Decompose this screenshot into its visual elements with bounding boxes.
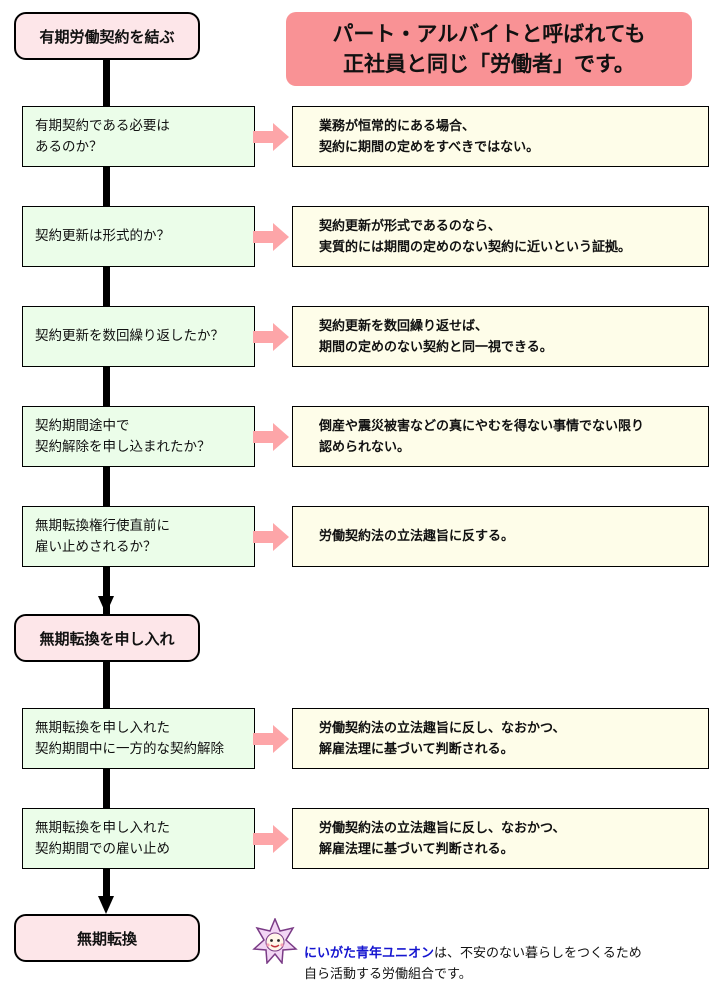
start-node-label: 有期労働契約を結ぶ [39, 27, 175, 46]
answer-box: 労働契約法の立法趣旨に反する。 [292, 506, 709, 567]
flow-arrowhead [98, 896, 114, 914]
headline-text: パート・アルバイトと呼ばれても 正社員と同じ「労働者」です。 [332, 21, 646, 76]
question-text: 契約更新は形式的か？ [35, 228, 170, 244]
answer-text: 契約更新が形式であるのなら、 実質的には期間の定めのない契約に近いという証拠。 [319, 218, 632, 255]
right-arrow-icon [253, 423, 289, 451]
star-mascot-icon [252, 918, 298, 964]
end-node-label: 無期転換 [76, 929, 137, 948]
footer-note: にいがた青年ユニオンは、不安のない暮らしをつくるため 自ら活動する労働組合です。 [304, 922, 709, 985]
question-text: 契約期間途中で 契約解除を申し込まれたか？ [35, 417, 211, 455]
question-box: 無期転換を申し入れた 契約期間での雇い止め [22, 808, 255, 869]
middle-node: 無期転換を申し入れ [14, 614, 200, 662]
question-text: 無期転換権行使直前に 雇い止めされるか？ [35, 517, 170, 555]
answer-box: 契約更新が形式であるのなら、 実質的には期間の定めのない契約に近いという証拠。 [292, 206, 709, 267]
right-arrow-icon [253, 223, 289, 251]
answer-text: 契約更新を数回繰り返せば、 期間の定めのない契約と同一視できる。 [319, 318, 553, 355]
question-box: 無期転換を申し入れた 契約期間中に一方的な契約解除 [22, 708, 255, 769]
answer-box: 労働契約法の立法趣旨に反し、なおかつ、 解雇法理に基づいて判断される。 [292, 808, 709, 869]
answer-text: 倒産や震災被害などの真にやむを得ない事情でない限り 認められない。 [319, 418, 645, 455]
answer-box: 業務が恒常的にある場合、 契約に期間の定めをすべきではない。 [292, 106, 709, 167]
answer-box: 倒産や震災被害などの真にやむを得ない事情でない限り 認められない。 [292, 406, 709, 467]
headline-banner: パート・アルバイトと呼ばれても 正社員と同じ「労働者」です。 [286, 12, 692, 86]
right-arrow-icon [253, 123, 289, 151]
question-text: 無期転換を申し入れた 契約期間での雇い止め [35, 819, 170, 857]
answer-text: 労働契約法の立法趣旨に反する。 [319, 529, 515, 544]
right-arrow-icon [253, 725, 289, 753]
question-text: 契約更新を数回繰り返したか？ [35, 328, 224, 344]
question-text: 有期契約である必要は あるのか？ [35, 117, 170, 155]
org-name: にいがた青年ユニオン [304, 946, 435, 961]
question-text: 無期転換を申し入れた 契約期間中に一方的な契約解除 [35, 719, 224, 757]
question-box: 契約更新を数回繰り返したか？ [22, 306, 255, 367]
question-box: 無期転換権行使直前に 雇い止めされるか？ [22, 506, 255, 567]
start-node: 有期労働契約を結ぶ [14, 12, 200, 60]
answer-text: 業務が恒常的にある場合、 契約に期間の定めをすべきではない。 [319, 118, 540, 155]
answer-text: 労働契約法の立法趣旨に反し、なおかつ、 解雇法理に基づいて判断される。 [319, 720, 566, 757]
right-arrow-icon [253, 323, 289, 351]
answer-box: 契約更新を数回繰り返せば、 期間の定めのない契約と同一視できる。 [292, 306, 709, 367]
middle-node-label: 無期転換を申し入れ [39, 629, 175, 648]
question-box: 有期契約である必要は あるのか？ [22, 106, 255, 167]
answer-box: 労働契約法の立法趣旨に反し、なおかつ、 解雇法理に基づいて判断される。 [292, 708, 709, 769]
question-box: 契約更新は形式的か？ [22, 206, 255, 267]
right-arrow-icon [253, 523, 289, 551]
answer-text: 労働契約法の立法趣旨に反し、なおかつ、 解雇法理に基づいて判断される。 [319, 820, 566, 857]
right-arrow-icon [253, 825, 289, 853]
flow-line [103, 662, 110, 904]
question-box: 契約期間途中で 契約解除を申し込まれたか？ [22, 406, 255, 467]
end-node: 無期転換 [14, 914, 200, 962]
flow-arrowhead [98, 596, 114, 614]
